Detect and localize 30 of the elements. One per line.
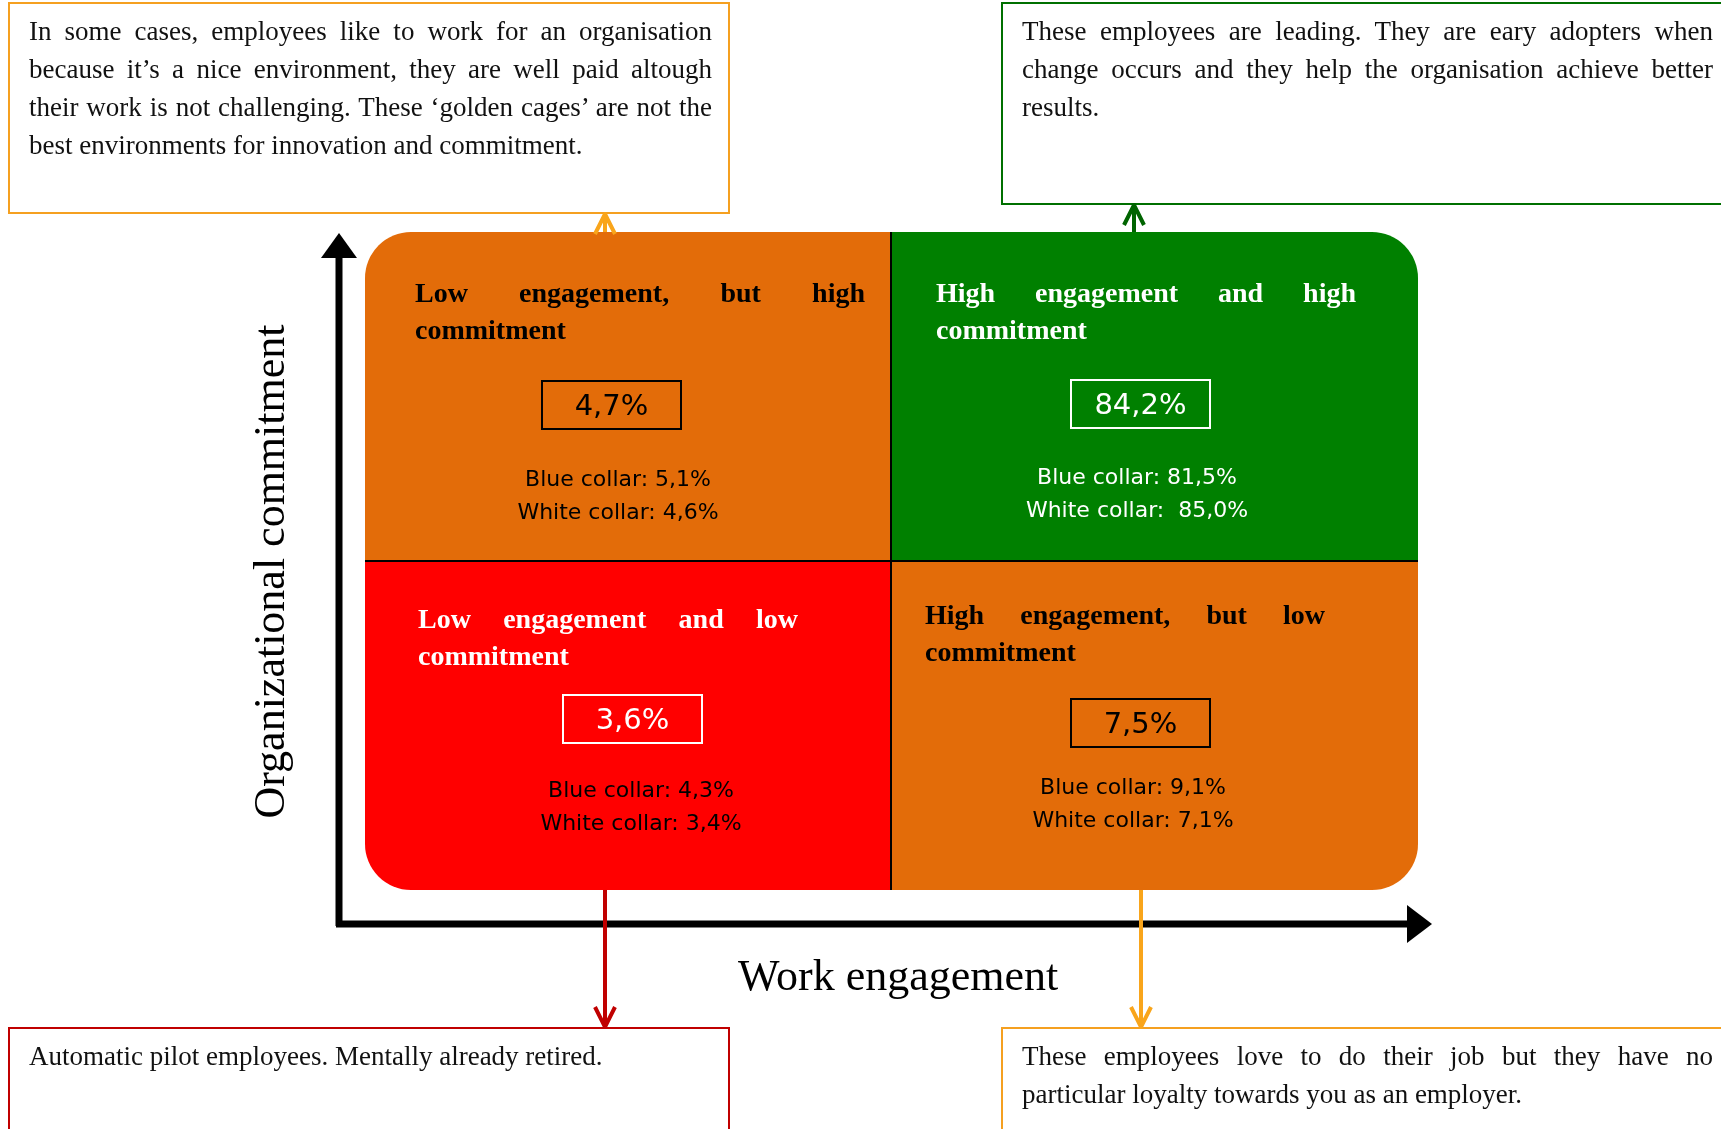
collar-stat: Blue collar: 9,1% [1040, 773, 1226, 801]
arrow [593, 890, 617, 1029]
quadrant-heading: High engagement, but low commitment [925, 598, 1325, 669]
arrow [1122, 203, 1146, 232]
collar-stat: White collar: 85,0% [1025, 496, 1249, 524]
percentage-box: 4,7% [541, 380, 682, 430]
quadrant-panel [891, 232, 1418, 561]
arrow [1129, 890, 1153, 1029]
quadrant-panel [365, 232, 891, 561]
percentage-box: 7,5% [1070, 698, 1211, 748]
callout-box: These employees love to do their job but they have no particular loyalty towards you as an employer. [1001, 1027, 1721, 1129]
callout-box: Automatic pilot employees. Mentally already retired. [8, 1027, 730, 1129]
collar-stat: White collar: 7,1% [1032, 806, 1234, 834]
quadrant-panel [365, 561, 891, 890]
quadrant-heading: Low engagement, but high commitment [415, 276, 865, 347]
quadrant-panel [891, 561, 1418, 890]
x-axis-label: Work engagement [738, 949, 1059, 1001]
collar-stat: Blue collar: 4,3% [548, 776, 734, 804]
y-axis-label: Organizational commitment [243, 323, 295, 819]
collar-stat: White collar: 3,4% [540, 809, 742, 837]
collar-stat: White collar: 4,6% [517, 498, 719, 526]
callout-box: These employees are leading. They are eary adopters when change occurs and they help the organisation achieve better results. [1001, 2, 1721, 205]
quadrant-heading: Low engagement and low commitment [418, 602, 798, 673]
arrow [593, 212, 617, 236]
callout-box: In some cases, employees like to work for an organisation because it’s a nice environment, they are well paid altough their work is not challenging. These ‘golden cages’ are not the best environments for innovation and commitment. [8, 2, 730, 214]
collar-stat: Blue collar: 81,5% [1037, 463, 1237, 491]
percentage-box: 84,2% [1070, 379, 1211, 429]
percentage-box: 3,6% [562, 694, 703, 744]
collar-stat: Blue collar: 5,1% [525, 465, 711, 493]
quadrant-heading: High engagement and high commitment [936, 276, 1356, 347]
